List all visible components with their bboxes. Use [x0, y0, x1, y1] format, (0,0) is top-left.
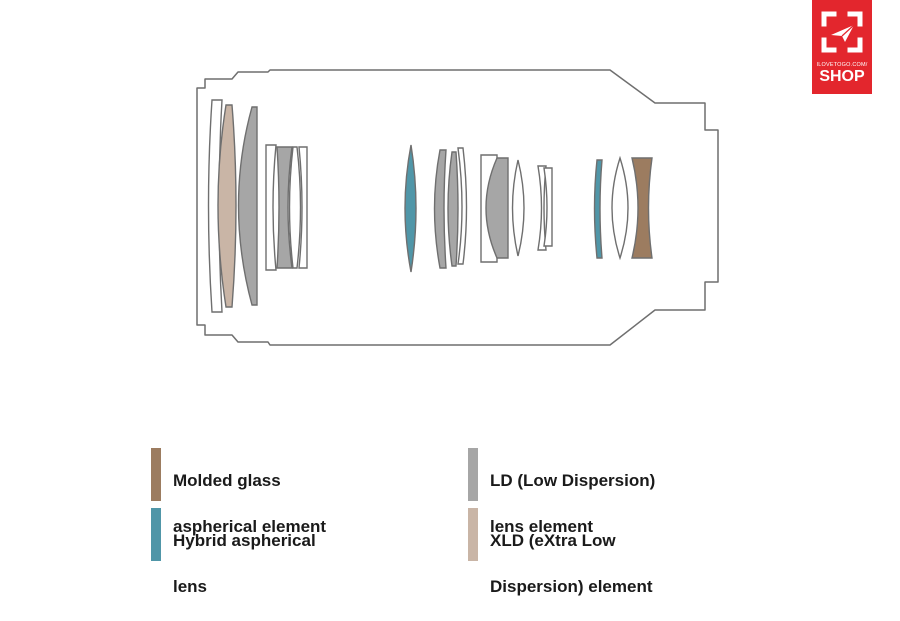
lens-element-5b: [611, 155, 629, 261]
legend-swatch-ld: [468, 448, 478, 501]
legend-label-molded-line2: aspherical element: [173, 517, 327, 536]
lens-element-ld-1: [237, 106, 258, 306]
legend-swatch-molded: [151, 448, 161, 501]
legend-label-hybrid-line1: Hybrid aspherical: [173, 531, 316, 550]
lens-element-2c: [288, 146, 302, 269]
logo-url-text: ILOVETOGO.COM/: [816, 62, 868, 68]
lens-element-3b: [447, 151, 459, 267]
shop-logo[interactable]: ILOVETOGO.COM/ SHOP: [812, 0, 872, 94]
legend-label-ld-line2: lens element: [490, 517, 593, 536]
lens-element-ld-4: [485, 157, 509, 259]
lens-barrel-outline: [196, 69, 719, 346]
legend-label-molded: Molded glass aspherical element: [173, 446, 326, 561]
lens-element-4c: [511, 159, 525, 257]
lens-element-2a: [265, 144, 277, 271]
legend-label-ld-line1: LD (Low Dispersion): [490, 471, 656, 490]
lens-element-3c: [457, 147, 468, 265]
legend-item-molded: Molded glass aspherical element: [151, 446, 326, 561]
paper-plane-frame-icon: [821, 11, 863, 53]
lens-element-molded-1: [631, 157, 653, 259]
legend-label-xld-line2: Dispersion) element: [490, 577, 653, 596]
lens-element-hybrid-2: [593, 159, 603, 259]
legend-item-hybrid: Hybrid aspherical lens: [151, 506, 316, 621]
legend-label-hybrid-line2: lens: [173, 577, 208, 596]
logo-shop-text: SHOP: [819, 68, 865, 85]
legend-label-ld: LD (Low Dispersion) lens element: [490, 446, 655, 561]
legend-item-xld: XLD (eXtra Low Dispersion) element: [468, 506, 653, 621]
legend-label-xld: XLD (eXtra Low Dispersion) element: [490, 506, 653, 621]
lens-element-hybrid-1: [404, 144, 417, 273]
lens-construction-diagram: [196, 69, 719, 346]
lens-element-4d: [537, 165, 547, 251]
legend-label-xld-line1: XLD (eXtra Low: [490, 531, 616, 550]
lens-element-xld-1: [217, 104, 237, 308]
legend-label-hybrid: Hybrid aspherical lens: [173, 506, 316, 621]
lens-element-4e: [543, 167, 553, 247]
legend-swatch-hybrid: [151, 508, 161, 561]
legend-item-ld: LD (Low Dispersion) lens element: [468, 446, 655, 561]
lens-element-ld-2: [276, 146, 293, 269]
legend-swatch-xld: [468, 508, 478, 561]
lens-element-2d: [298, 146, 308, 269]
legend-label-molded-line1: Molded glass: [173, 471, 281, 490]
lens-element-3a: [433, 149, 447, 269]
